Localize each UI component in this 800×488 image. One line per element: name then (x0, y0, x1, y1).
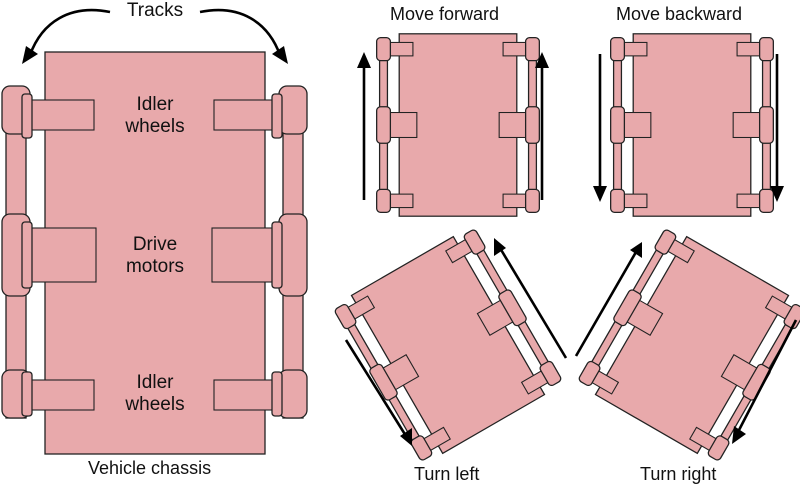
right-track (271, 85, 308, 419)
idler-axle-bottom-right (213, 379, 282, 411)
drive-motor-right (211, 227, 282, 283)
left-track (1, 85, 33, 419)
idler-axle-top-left (26, 99, 95, 131)
idler-wheels-top-label: Idler wheels (125, 94, 185, 137)
idler-axle-top-right (213, 99, 282, 131)
tracks-label: Tracks (126, 0, 184, 21)
move-forward-label: Move forward (390, 4, 500, 24)
move-backward-label: Move backward (616, 4, 743, 24)
vehicle-turn-right (575, 224, 800, 466)
idler-axle-bottom-left (26, 379, 95, 411)
drive-motor-left (26, 227, 97, 283)
vehicle-turn-left (331, 224, 565, 466)
forward-arrows (357, 52, 549, 200)
turn-right-arrows (574, 242, 798, 444)
vehicle-move-forward (376, 33, 540, 217)
large-vehicle (1, 51, 308, 455)
turn-left-arrows (344, 238, 568, 446)
idler-wheels-bottom-label: Idler wheels (125, 372, 185, 415)
vehicle-move-backward (610, 33, 774, 217)
turn-right-label: Turn right (640, 464, 717, 484)
tracks-pointer-arrows (22, 8, 288, 64)
drive-motors-label: Drive motors (125, 234, 185, 277)
vehicle-chassis-label: Vehicle chassis (88, 458, 212, 478)
turn-left-label: Turn left (414, 464, 480, 484)
backward-arrows (593, 54, 784, 202)
